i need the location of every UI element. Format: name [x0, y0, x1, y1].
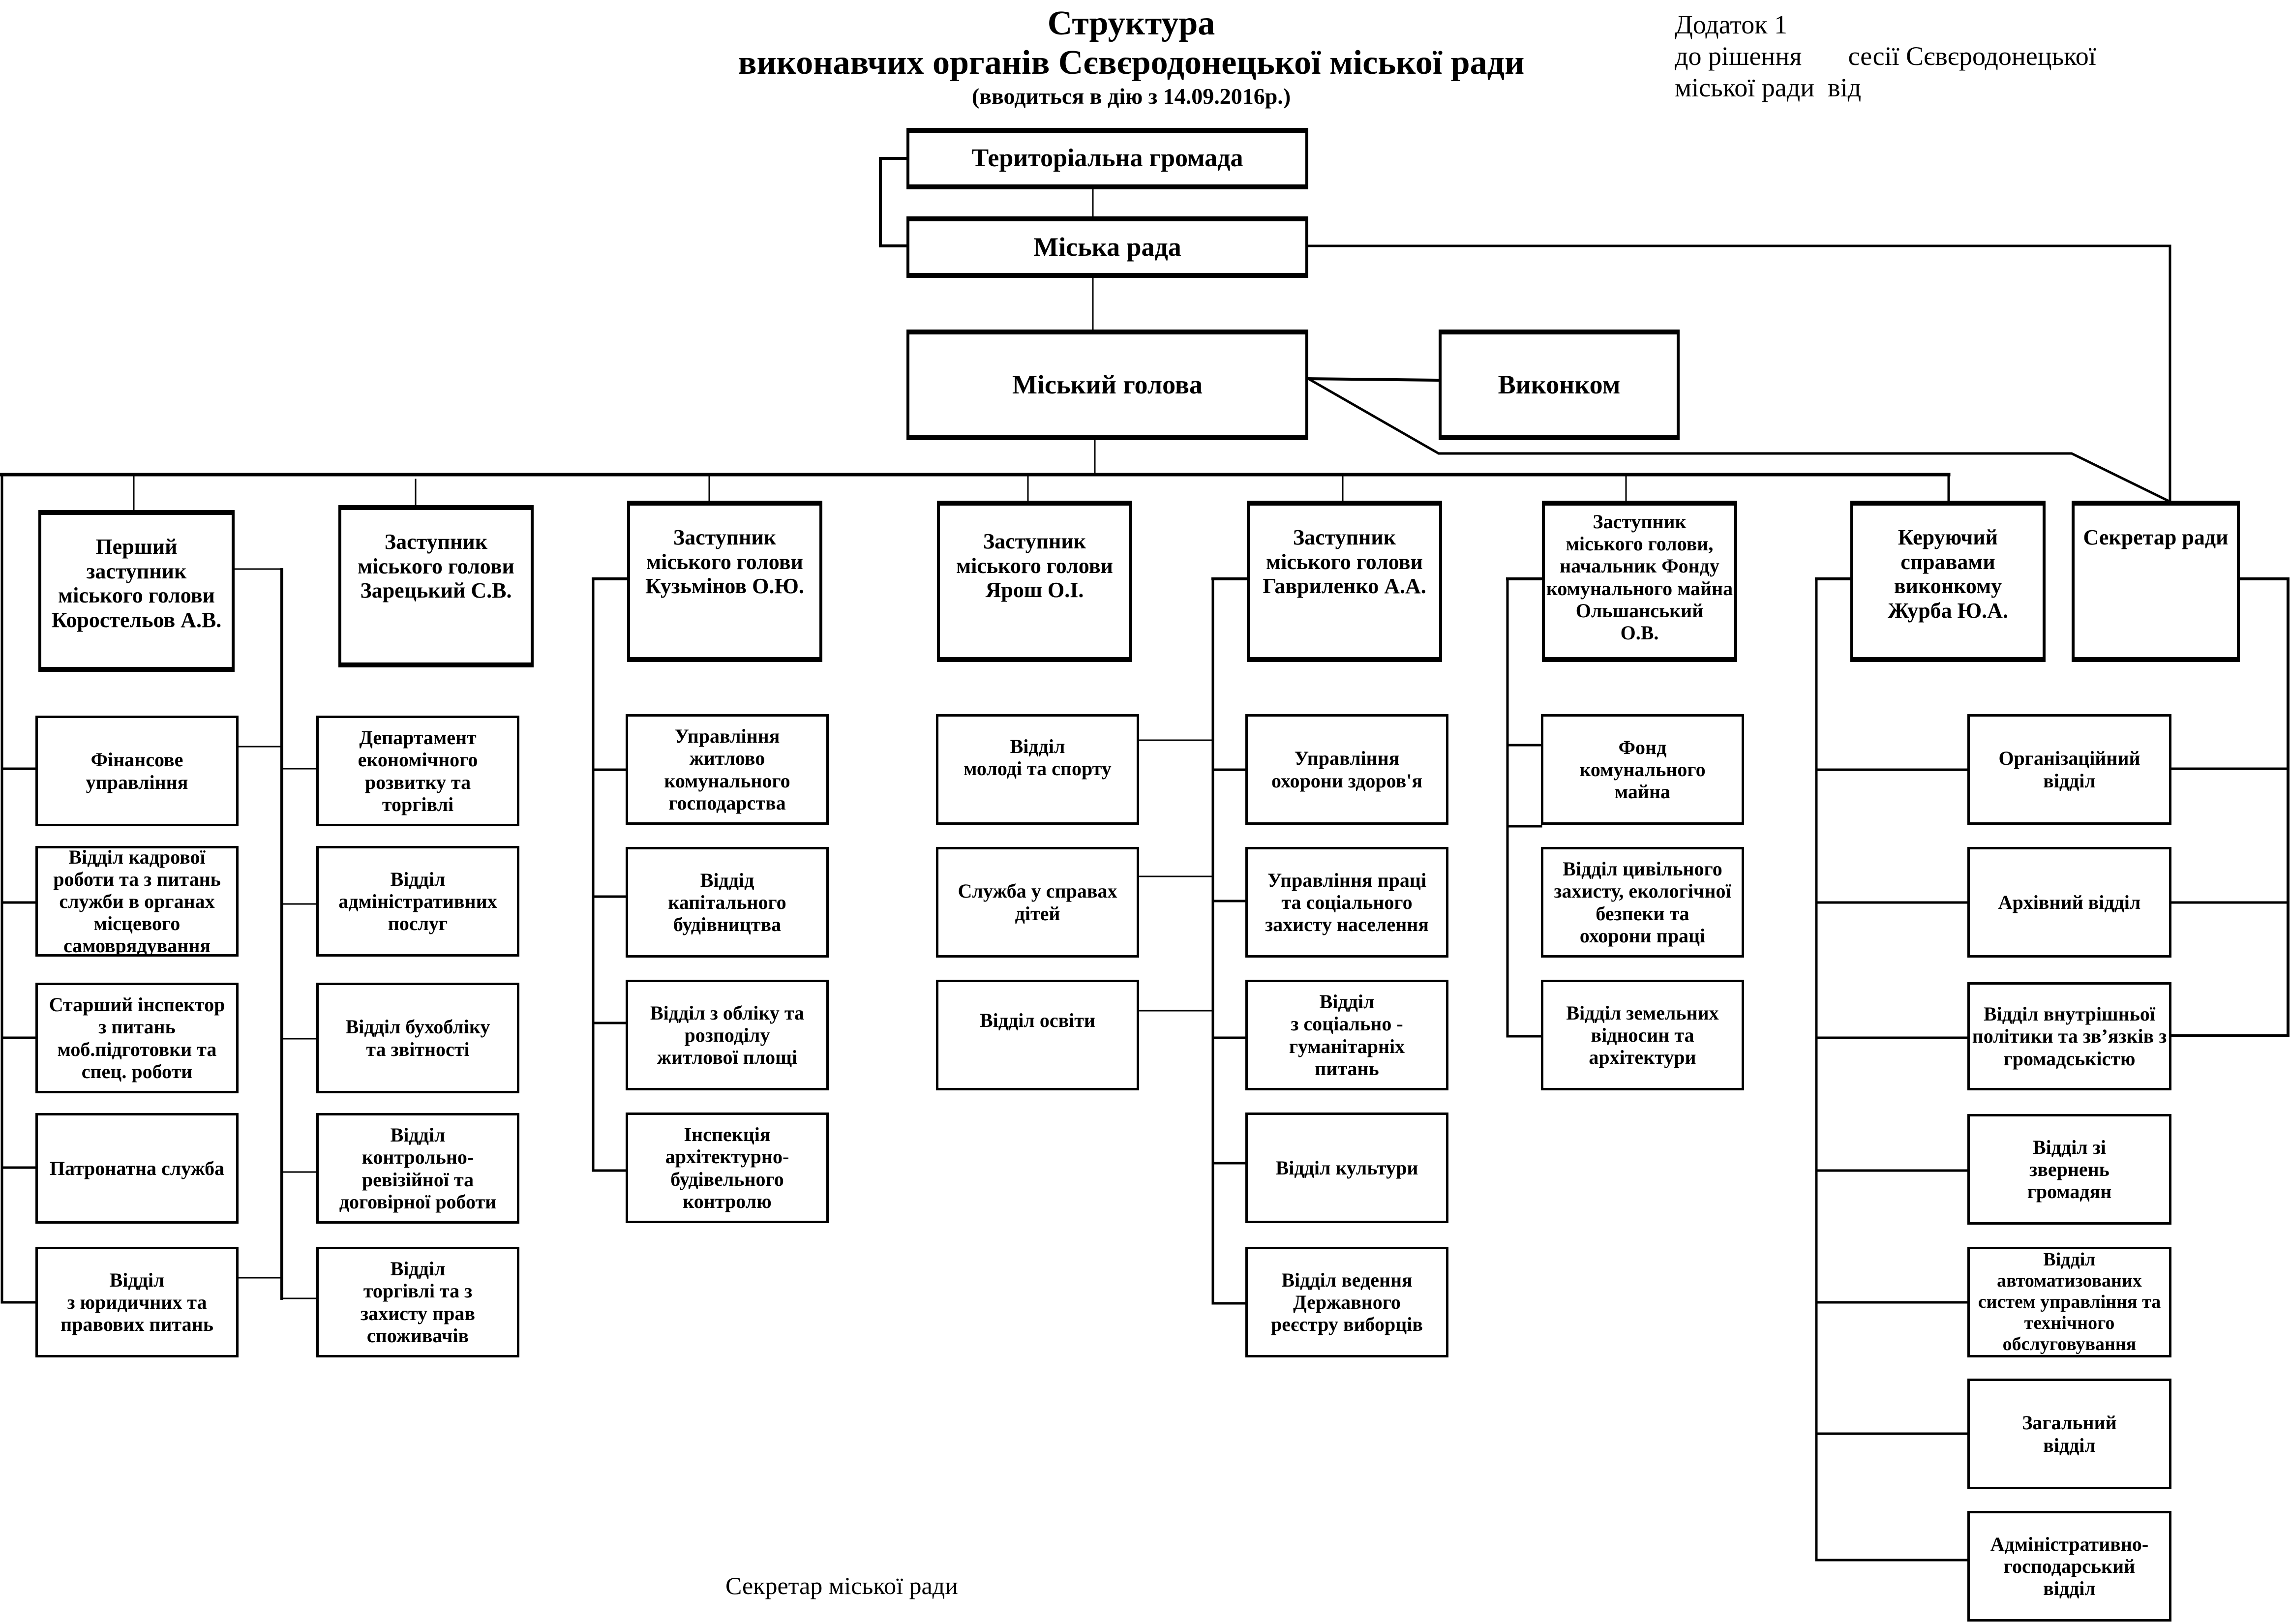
page-subtitle: виконавчих органів Сєвєродонецької міськ… [738, 44, 1525, 82]
dept-mob-inspector: Старший інспектор з питань моб.підготовк… [35, 983, 239, 1093]
dept-youth-sport: Відділ молоді та спорту [936, 714, 1139, 825]
dept-hr: Відділ кадрової роботи та з питань служб… [35, 846, 239, 957]
dept-housing-allocation: Відділ з обліку та розподілу житлової пл… [626, 980, 829, 1090]
box-leader-olshanskyi: Заступник міського голови, начальник Фон… [1542, 501, 1737, 662]
dept-social-protection: Управління праці та соціального захисту … [1245, 847, 1448, 958]
annex-line: міської ради від [1675, 73, 1862, 102]
dept-civil-protection: Відділ цивільного захисту, екологічної б… [1541, 847, 1744, 958]
box-executive-committee: Виконком [1439, 330, 1680, 440]
dept-administrative-economic: Адміністративно- господарський відділ [1967, 1511, 2171, 1622]
dept-archive: Архівний відділ [1967, 847, 2171, 958]
dept-housing-utilities: Управління житлово комунального господар… [626, 714, 829, 825]
connector-mayor-executive [1306, 377, 1441, 382]
annex-line: до рішення сесії Сєвєродонецької [1675, 41, 2096, 71]
dept-social-humanitarian: Відділ з соціально - гуманітарніх питань [1245, 980, 1448, 1090]
dept-communal-property-fund: Фонд комунального майна [1541, 714, 1744, 825]
dept-organizational: Організаційний відділ [1967, 714, 2171, 825]
dept-audit: Відділ контрольно- ревізійної та договір… [316, 1113, 519, 1224]
box-leader-korostelyov: Перший заступник міського голови Коросте… [38, 510, 235, 672]
dept-economic-development: Департамент економічного розвитку та тор… [316, 716, 519, 826]
dept-internal-policy: Відділ внутрішньої політики та зв’язків … [1967, 982, 2171, 1090]
dept-land-relations: Відділ земельних відносин та архітектури [1541, 980, 1744, 1090]
annex-line: Додаток 1 [1675, 10, 1787, 39]
dept-children-service: Служба у справах дітей [936, 847, 1139, 958]
dept-automated-systems: Відділ автоматизованих систем управління… [1967, 1247, 2171, 1357]
box-mayor: Міський голова [906, 330, 1308, 440]
signature-label: Секретар міської ради [725, 1572, 958, 1599]
connector-community-council-bracket [879, 157, 908, 247]
dept-culture: Відділ культури [1245, 1113, 1448, 1223]
box-leader-gavrylenko: Заступник міського голови Гавриленко А.А… [1247, 501, 1442, 662]
effective-date: (вводиться в дію з 14.09.2016р.) [971, 84, 1291, 109]
box-leader-kuzminov: Заступник міського голови Кузьмінов О.Ю. [627, 501, 822, 662]
dept-healthcare: Управління охорони здоров'я [1245, 714, 1448, 825]
dept-general: Загальний відділ [1967, 1379, 2171, 1489]
dept-trade: Відділ торгівлі та з захисту прав спожив… [316, 1247, 519, 1357]
dept-finance: Фінансове управління [35, 716, 239, 826]
dept-education: Відділ освіти [936, 980, 1139, 1090]
dept-accounting: Відділ бухобліку та звітності [316, 983, 519, 1093]
dept-architecture-inspection: Інспекція архітектурно- будівельного кон… [626, 1113, 829, 1223]
dept-citizen-appeals: Відділ зі звернень громадян [1967, 1114, 2171, 1225]
box-council-secretary: Секретар ради [2072, 501, 2240, 662]
page-title: Структура [1047, 4, 1215, 42]
connector-council-secretary [1307, 244, 2171, 503]
box-leader-zaretskyi: Заступник міського голови Зарецький С.В. [338, 505, 534, 667]
connector-mayor-secretary [1306, 377, 2172, 504]
dept-admin-services: Відділ адміністративних послуг [316, 846, 519, 957]
dept-patronage: Патронатна служба [35, 1113, 239, 1224]
box-leader-zhurba: Керуючий справами виконкому Журба Ю.А. [1850, 501, 2046, 662]
box-city-council: Міська рада [906, 216, 1308, 278]
dept-legal: Відділ з юридичних та правових питань [35, 1247, 239, 1357]
box-territorial-community: Територіальна громада [906, 128, 1308, 189]
box-leader-yarosh: Заступник міського голови Ярош О.І. [937, 501, 1132, 662]
dept-capital-construction: Віддід капітального будівництва [626, 847, 829, 958]
annex-note: Додаток 1 до рішення сесії Сєвєродонецьк… [1675, 9, 2096, 103]
dept-voter-registry: Відділ ведення Державного реєстру виборц… [1245, 1247, 1448, 1357]
